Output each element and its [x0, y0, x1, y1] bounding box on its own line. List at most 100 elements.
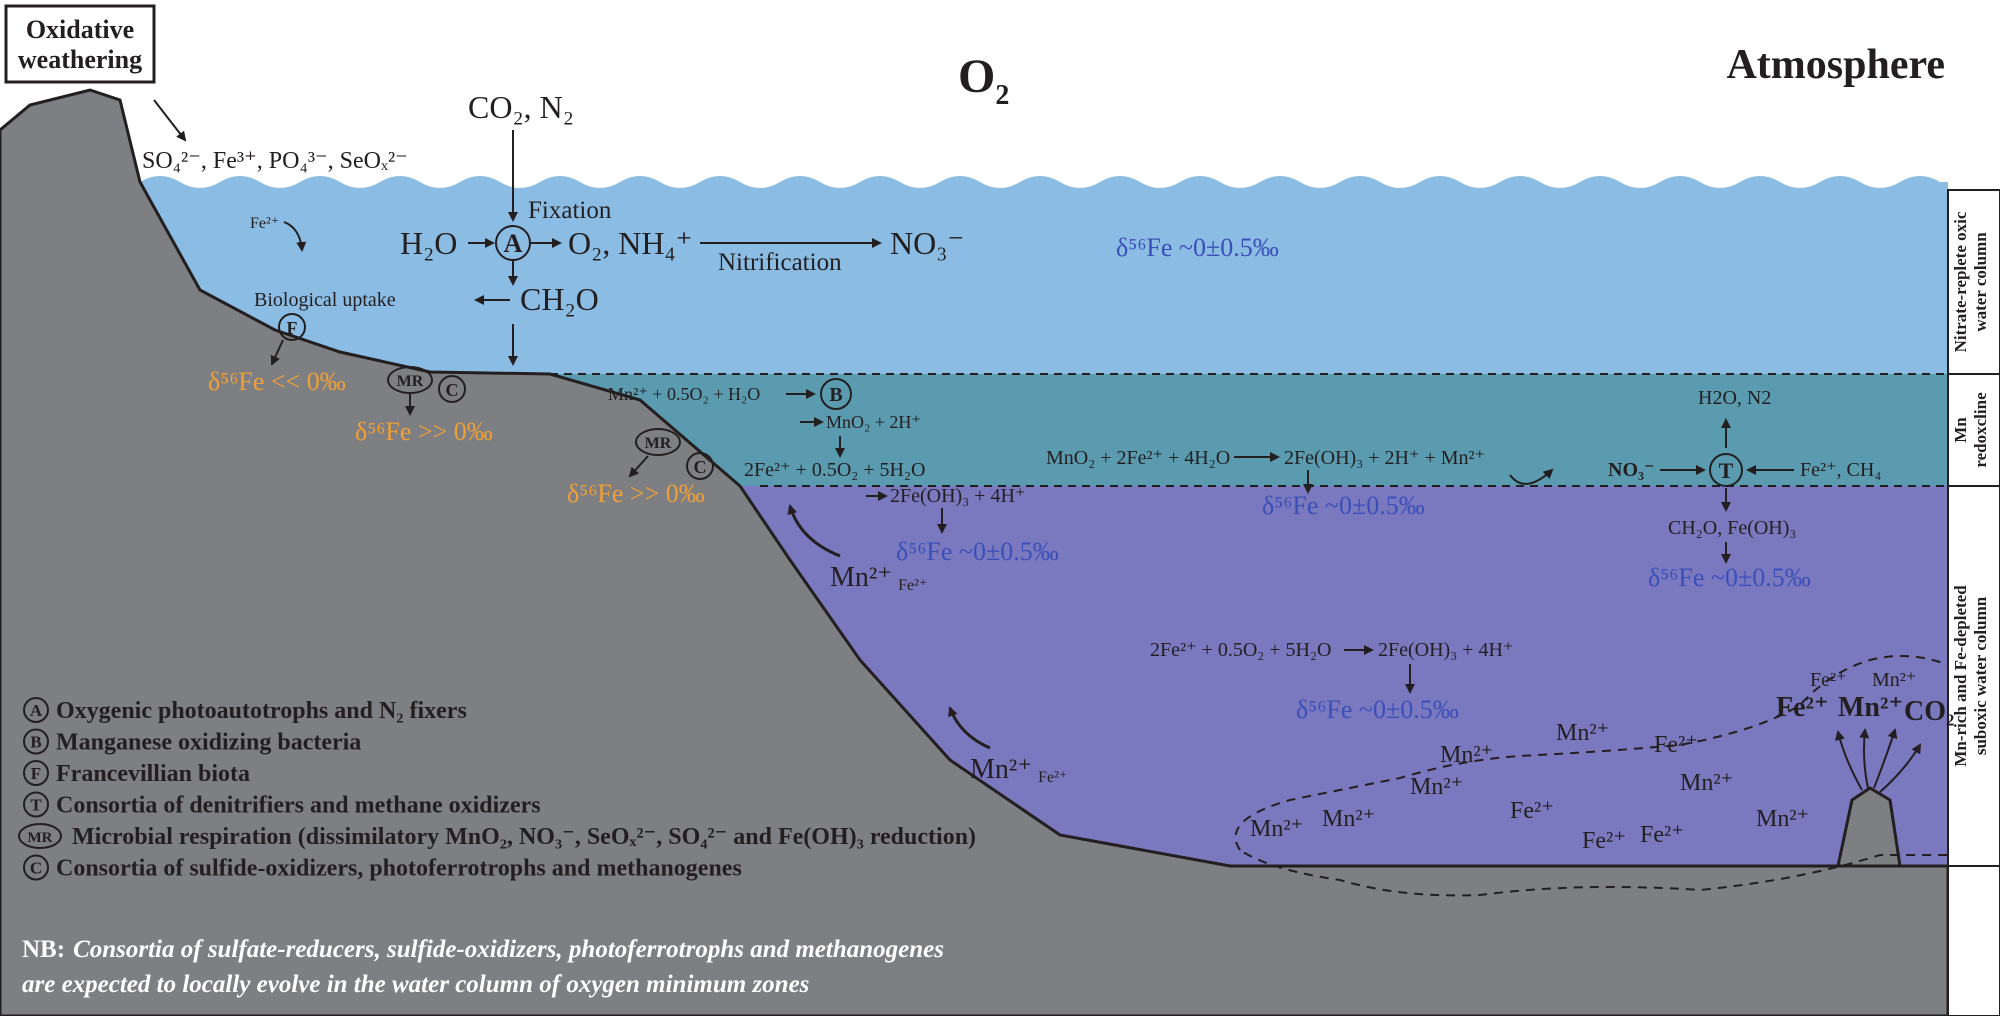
nb-text-line2: are expected to locally evolve in the wa… [22, 971, 809, 998]
mn2-lower-slope-text: Mn²⁺ [970, 754, 1032, 785]
o2-title-symbol: O [958, 50, 995, 103]
mr-ellipse-slope [635, 428, 681, 456]
nb-note-line1: NB:Consortia of sulfate-reducers, sulfid… [22, 936, 944, 963]
legend-symbol-letter: B [30, 733, 41, 752]
legend-symbol-letter: C [30, 859, 42, 878]
legend-item-text: Francevillian biota [56, 761, 250, 787]
side-label-suboxic-line2: suboxic water column [1971, 596, 1990, 755]
legend-item-text: Consortia of sulfide-oxidizers, photofer… [56, 856, 742, 882]
d56-zero-redox: δ⁵⁶Fe ~0±0.5‰ [1262, 491, 1425, 520]
side-label-suboxic: Mn-rich and Fe-depleted suboxic water co… [1951, 585, 1990, 767]
legend-symbol-circle [23, 791, 49, 818]
ch2o-feoh3-label: CH₂O, Fe(OH)₃ [1668, 517, 1796, 539]
d56-zero-slope: δ⁵⁶Fe ~0±0.5‰ [896, 537, 1059, 566]
d56-ll-label: δ⁵⁶Fe << 0‰ [208, 367, 346, 396]
legend: A Oxygenic photoautotrophs and N₂ fixersB… [18, 697, 976, 882]
h2o-n2-label: H2O, N2 [1698, 387, 1771, 409]
vent-mn2-label: Mn²⁺ [1838, 692, 1903, 723]
legend-symbol-letter: T [30, 796, 42, 815]
oxic-water-layer [140, 176, 1948, 374]
circle-b-main [820, 378, 852, 410]
d56-zero-oxic: δ⁵⁶Fe ~0±0.5‰ [1116, 233, 1279, 262]
upwelling-arrow-upper [787, 504, 841, 558]
mr-ellipse-shelf [387, 366, 433, 394]
plume-ion-label: Mn²⁺ [1680, 770, 1733, 796]
d56-zero-t: δ⁵⁶Fe ~0±0.5‰ [1648, 563, 1811, 592]
circle-f-main-letter: F [287, 318, 298, 338]
weathering-products: SO₄²⁻, Fe³⁺, PO₄³⁻, SeOₓ²⁻ [142, 148, 408, 174]
mno2-reaction-label: MnO₂ + 2Fe²⁺ + 4H₂O [1046, 447, 1230, 469]
mr-label-shelf: MR [397, 373, 424, 390]
mno2-2h-label: MnO₂ + 2H⁺ [826, 412, 921, 432]
atmosphere-title: Atmosphere [1726, 42, 1945, 88]
plume-ion-label: Mn²⁺ [1322, 806, 1375, 832]
legend-item-text: Consortia of denitrifiers and methane ox… [56, 793, 541, 819]
legend-item-text: Oxygenic photoautotrophs and N₂ fixers [56, 698, 467, 724]
weathering-arrow [153, 99, 187, 142]
legend-symbol-circle [23, 854, 49, 881]
mn2-upper-slope-text: Mn²⁺ [830, 562, 892, 593]
legend-item-text: Microbial respiration (dissimilatory MnO… [72, 824, 976, 850]
feoh3-reaction-label: 2Fe(OH)₃ + 2H⁺ + Mn²⁺ [1284, 447, 1485, 469]
d56-zero-deep: δ⁵⁶Fe ~0±0.5‰ [1296, 695, 1459, 724]
f-down-arrow [270, 339, 284, 366]
plume-ion-label: Mn²⁺ [1250, 816, 1303, 842]
circle-c-slope-letter: C [694, 457, 707, 477]
legend-symbol-letter: F [31, 764, 41, 783]
plume-ion-label: Fe²⁺ [1582, 828, 1626, 854]
feoh3-4h-label: 2Fe(OH)₃ + 4H⁺ [890, 485, 1025, 507]
circle-f-main [278, 313, 306, 341]
upwelling-arrow-lower [948, 706, 991, 750]
side-label-oxic-line1: Nitrate-replete oxic [1951, 211, 1970, 352]
oxidative-weathering-line2: weathering [18, 45, 142, 74]
fe2-upper-slope-text: Fe²⁺ [898, 577, 927, 594]
plume-ion-label: Fe²⁺ [1640, 822, 1684, 848]
no3-t-label: NO₃⁻ [1608, 459, 1655, 481]
circle-c-shelf-letter: C [446, 380, 459, 400]
legend-symbol-circle [23, 760, 49, 786]
vent-fe2-label: Fe²⁺ [1776, 692, 1829, 723]
circle-c-slope [686, 452, 714, 480]
side-label-redox-line2: redoxcline [1971, 392, 1990, 468]
legend-symbol-mr [18, 823, 62, 849]
no3-label: NO₃⁻ [890, 225, 964, 261]
deep-fe-reaction-label: 2Fe²⁺ + 0.5O₂ + 5H₂O [1150, 639, 1331, 661]
circle-c-shelf [438, 375, 466, 403]
fe2-uptake-label: Fe²⁺ [250, 215, 279, 232]
plume-ion-label: Mn²⁺ [1756, 806, 1809, 832]
plume-ion-label: Fe²⁺ [1810, 669, 1847, 691]
o2-title: O2 [958, 50, 1009, 111]
fe-oxidation-label: 2Fe²⁺ + 0.5O₂ + 5H₂O [744, 459, 925, 481]
mr-label-slope: MR [645, 435, 672, 452]
fixation-label: Fixation [528, 197, 612, 224]
mn2-upper-slope: Mn²⁺ Fe²⁺ [830, 562, 927, 594]
legend-symbol-circle [23, 697, 49, 723]
plume-labels: Fe²⁺Mn²⁺Mn²⁺Fe²⁺Mn²⁺Mn²⁺Mn²⁺Fe²⁺Mn²⁺Fe²⁺… [1250, 669, 1916, 854]
o2-nh4-label: O₂, NH₄⁺ [568, 225, 693, 261]
legend-symbol-letter: A [30, 701, 43, 720]
circle-a-main-letter: A [504, 229, 523, 258]
vent-arrow-3 [1873, 728, 1898, 789]
legend-item-text: Manganese oxidizing bacteria [56, 730, 361, 756]
legend-symbol-letter: MR [28, 830, 53, 846]
mn-recycle-arrow [1509, 468, 1554, 485]
vent-arrow-4 [1879, 743, 1922, 793]
d56-gg-slope: δ⁵⁶Fe >> 0‰ [567, 479, 705, 508]
h2o-label: H₂O [400, 225, 457, 261]
side-panel [1947, 189, 2000, 1017]
biological-uptake-label: Biological uptake [254, 289, 396, 311]
co2-n2-label: CO₂, N₂ [468, 89, 574, 125]
side-label-redox-line1: Mn [1951, 417, 1970, 443]
circle-t-main-letter: T [1719, 458, 1734, 483]
metal-plume-outline [1234, 655, 1949, 897]
side-label-suboxic-line1: Mn-rich and Fe-depleted [1951, 585, 1970, 767]
side-label-redox: Mn redoxcline [1951, 392, 1990, 468]
legend-symbol-circle [23, 728, 49, 755]
fe2-lower-slope-text: Fe²⁺ [1038, 769, 1067, 786]
fe2-ch4-label: Fe²⁺, CH₄ [1800, 459, 1881, 481]
vent-arrow-2 [1859, 728, 1870, 789]
deep-feoh3-label: 2Fe(OH)₃ + 4H⁺ [1378, 639, 1513, 661]
side-label-oxic-line2: water column [1971, 232, 1990, 332]
